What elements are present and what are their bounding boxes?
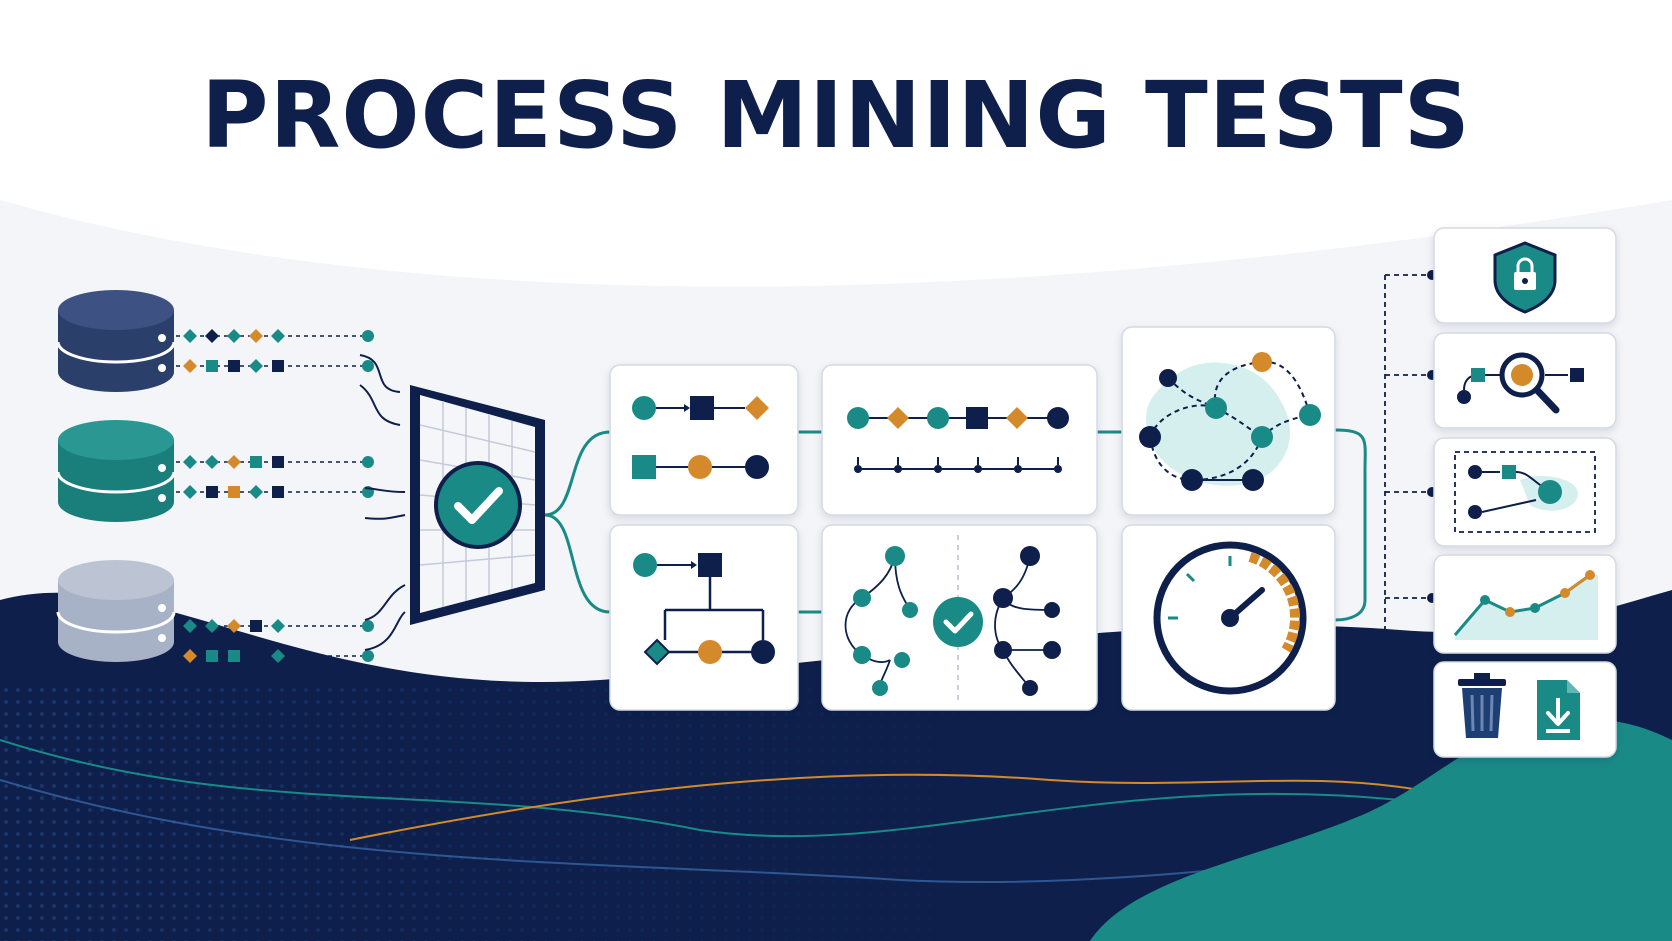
stream-end-node bbox=[362, 650, 374, 662]
event-token-diamond bbox=[183, 649, 197, 663]
event-token-square bbox=[250, 620, 262, 632]
trend-card bbox=[1433, 554, 1617, 654]
event-token-square bbox=[272, 360, 284, 372]
event-token-diamond bbox=[249, 329, 263, 343]
teal-line bbox=[0, 739, 1401, 838]
shield-lock-icon bbox=[1493, 241, 1557, 314]
event-token-diamond bbox=[183, 485, 197, 499]
stream-end-node bbox=[362, 360, 374, 372]
database-navy-icon bbox=[56, 290, 176, 392]
stream-end-node bbox=[362, 456, 374, 468]
event-token-diamond bbox=[249, 359, 263, 373]
selection-card bbox=[1433, 437, 1617, 547]
stream-end-node bbox=[362, 620, 374, 632]
teal-wave-corner bbox=[1090, 719, 1672, 941]
trash-icon bbox=[1458, 673, 1506, 738]
process-graph-card bbox=[1121, 326, 1336, 516]
stream-end-node bbox=[362, 330, 374, 342]
branching-flow-icon bbox=[633, 553, 775, 666]
event-token-diamond bbox=[271, 329, 285, 343]
timeline-icon bbox=[847, 407, 1069, 473]
event-token-square bbox=[206, 650, 218, 662]
event-token-diamond bbox=[205, 619, 219, 633]
database-sources bbox=[56, 290, 176, 662]
database-gray-icon bbox=[56, 560, 176, 662]
event-token-diamond bbox=[271, 649, 285, 663]
stream-connectors bbox=[359, 354, 406, 651]
page-title: PROCESS MINING TESTS bbox=[201, 62, 1471, 169]
sequence-flow-icon bbox=[632, 396, 769, 479]
event-token-diamond bbox=[183, 619, 197, 633]
security-card bbox=[1433, 227, 1617, 324]
orange-line bbox=[349, 773, 1421, 841]
event-token-square bbox=[272, 456, 284, 468]
selection-icon bbox=[1454, 451, 1596, 533]
event-token-square bbox=[206, 486, 218, 498]
event-token-square bbox=[228, 650, 240, 662]
event-token-square bbox=[272, 486, 284, 498]
event-token-diamond bbox=[249, 485, 263, 499]
branching-flow-card bbox=[609, 524, 799, 711]
gauge-icon bbox=[1153, 541, 1307, 695]
event-timeline-card bbox=[821, 364, 1098, 516]
event-token-diamond bbox=[205, 329, 219, 343]
tree-comparison-card bbox=[821, 524, 1098, 711]
event-token-diamond bbox=[205, 455, 219, 469]
inspection-card bbox=[1433, 332, 1617, 429]
event-token-diamond bbox=[183, 455, 197, 469]
event-token-square bbox=[250, 456, 262, 468]
event-token-square bbox=[228, 486, 240, 498]
process-graph-icon bbox=[1139, 352, 1321, 491]
event-token-diamond bbox=[227, 619, 241, 633]
validation-filter bbox=[410, 385, 545, 625]
event-token-diamond bbox=[183, 329, 197, 343]
database-teal-icon bbox=[56, 420, 176, 522]
event-token-square bbox=[206, 360, 218, 372]
test-cards bbox=[609, 326, 1336, 711]
cleanup-export-card bbox=[1433, 661, 1617, 758]
line-chart-icon bbox=[1453, 570, 1598, 640]
magnifier-icon bbox=[1457, 352, 1584, 414]
performance-gauge-card bbox=[1121, 524, 1336, 711]
dot-texture bbox=[0, 680, 1100, 941]
output-cards bbox=[1433, 227, 1617, 758]
sequence-flow-card bbox=[609, 364, 799, 516]
event-streams bbox=[176, 329, 374, 663]
download-file-icon bbox=[1537, 680, 1580, 740]
event-token-square bbox=[250, 650, 262, 662]
tree-compare-icon bbox=[844, 535, 1061, 700]
output-connectors bbox=[1384, 274, 1430, 706]
event-token-square bbox=[228, 360, 240, 372]
event-token-diamond bbox=[227, 455, 241, 469]
event-token-diamond bbox=[271, 619, 285, 633]
stage-connectors bbox=[544, 428, 1367, 622]
event-token-diamond bbox=[183, 359, 197, 373]
event-token-diamond bbox=[227, 329, 241, 343]
check-icon bbox=[434, 461, 522, 549]
